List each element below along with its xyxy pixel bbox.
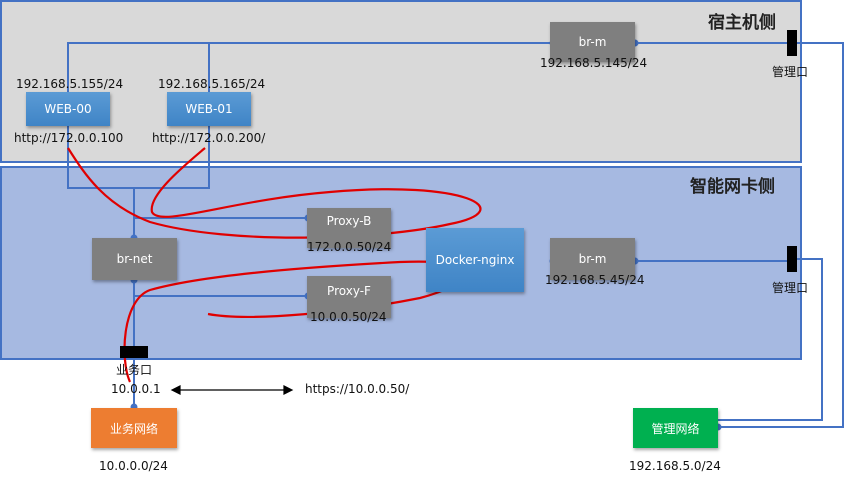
biz-network-subnet-label: 10.0.0.0/24 (99, 459, 168, 473)
mgmt-network-subnet-label: 192.168.5.0/24 (629, 459, 721, 473)
proxy-f-ip-label: 10.0.0.50/24 (310, 310, 387, 324)
host-side-title: 宿主机侧 (708, 13, 776, 33)
biz-network-node[interactable]: 业务网络 (91, 408, 177, 448)
proxy-b-label: Proxy-B (326, 214, 372, 228)
nic-mgmt-port (787, 246, 797, 272)
web00-label: WEB-00 (44, 102, 92, 116)
web-top-bus-line (67, 42, 210, 92)
proxy-b-ip-label: 172.0.0.50/24 (307, 240, 392, 254)
br-net-to-proxy-b-line (133, 210, 308, 219)
host-mgmt-port (787, 30, 797, 56)
mgmt-network-node[interactable]: 管理网络 (633, 408, 718, 448)
web00-url-label: http://172.0.0.100 (14, 131, 124, 145)
biz-port (120, 346, 148, 358)
br-net-label: br-net (116, 252, 153, 266)
host-br-m-label: br-m (578, 35, 607, 49)
mgmt-network-label: 管理网络 (651, 421, 700, 436)
nic-br-m-ip-label: 192.168.5.45/24 (545, 273, 645, 287)
biz-port-ip-label: 10.0.0.1 (111, 382, 161, 396)
web01-url-label: http://172.0.0.200/ (152, 131, 266, 145)
host-mgmt-port-label: 管理口 (772, 65, 809, 79)
web01-ip-label: 192.168.5.165/24 (158, 77, 266, 91)
host-mgmt-to-mgmt-net-line (718, 42, 844, 428)
nic-br-m-node[interactable]: br-m (550, 238, 635, 280)
docker-nginx-node[interactable]: Docker-nginx (426, 228, 524, 292)
proxy-f-label: Proxy-F (327, 284, 371, 298)
flow-url-label: https://10.0.0.50/ (305, 382, 410, 396)
br-net-node[interactable]: br-net (92, 238, 177, 280)
biz-port-label: 业务口 (116, 363, 153, 377)
nic-mgmt-to-mgmt-net-line (718, 258, 823, 421)
web00-ip-label: 192.168.5.155/24 (16, 77, 124, 91)
docker-nginx-label: Docker-nginx (435, 253, 515, 267)
web-bottom-bus-line (67, 120, 210, 189)
web01-label: WEB-01 (185, 102, 233, 116)
host-br-m-ip-label: 192.168.5.145/24 (540, 56, 648, 70)
nic-mgmt-port-label: 管理口 (772, 281, 809, 295)
biz-network-label: 业务网络 (109, 421, 158, 436)
host-br-m-node[interactable]: br-m (550, 22, 635, 62)
proxy-b-node[interactable]: Proxy-B (307, 208, 391, 248)
nic-br-m-label: br-m (578, 252, 607, 266)
web00-server-node[interactable]: WEB-00 (26, 92, 110, 126)
web01-server-node[interactable]: WEB-01 (167, 92, 251, 126)
proxy-f-node[interactable]: Proxy-F (307, 276, 391, 318)
host-side-panel (0, 0, 802, 163)
smartnic-side-title: 智能网卡侧 (690, 177, 775, 197)
flow-arrow (170, 385, 294, 395)
